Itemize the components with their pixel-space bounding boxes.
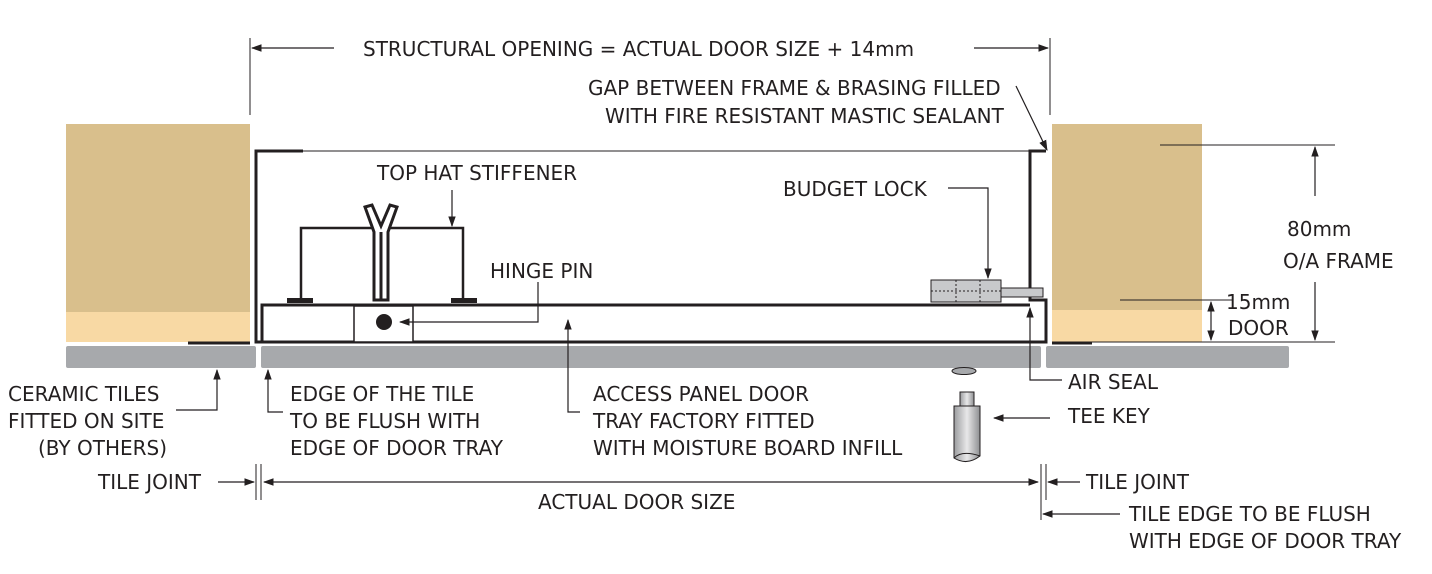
label-edge-tile-line2: TO BE FLUSH WITH [289,409,480,433]
label-tile-edge-line2: WITH EDGE OF DOOR TRAY [1129,529,1402,553]
label-hinge-pin: HINGE PIN [490,259,593,283]
label-gap-line2: WITH FIRE RESISTANT MASTIC SEALANT [605,104,1005,128]
dimension-structural-opening [249,38,1051,115]
label-top-hat-stiffener: TOP HAT STIFFENER [376,161,577,185]
left-wall [66,124,250,342]
label-door: DOOR [1228,316,1289,340]
right-wall [1052,124,1202,342]
hinge-bracket [363,203,399,302]
leader-lines [176,85,1062,422]
hinge-pin-dot [376,314,392,330]
labels: STRUCTURAL OPENING = ACTUAL DOOR SIZE + … [8,37,1402,553]
tile-centre [261,346,1041,368]
right-wall-frame-block [1052,124,1202,310]
label-structural-opening: STRUCTURAL OPENING = ACTUAL DOOR SIZE + … [363,37,914,61]
label-edge-tile-line3: EDGE OF DOOR TRAY [290,436,504,460]
tee-key [951,367,981,462]
label-oa-frame: O/A FRAME [1283,249,1394,273]
label-ceramic-line2: FITTED ON SITE [8,409,164,433]
label-tile-edge-line1: TILE EDGE TO BE FLUSH [1128,502,1371,526]
label-80mm: 80mm [1287,217,1351,241]
frame-outline [254,149,1048,344]
dimension-frame-height [1090,144,1335,343]
left-wall-door-block [66,312,250,342]
tile-right [1046,346,1289,368]
dimension-bottom [218,464,1120,520]
label-tile-joint-right: TILE JOINT [1085,470,1190,494]
tile-left [66,346,256,368]
label-access-panel-line3: WITH MOISTURE BOARD INFILL [593,436,903,460]
left-wall-frame-block [66,124,250,312]
right-wall-door-block [1052,310,1202,342]
label-budget-lock: BUDGET LOCK [783,177,928,201]
label-air-seal: AIR SEAL [1068,370,1159,394]
label-actual-door-size: ACTUAL DOOR SIZE [538,490,735,514]
door-tray [260,203,1030,343]
label-ceramic-line3: (BY OTHERS) [38,436,167,460]
label-gap-line1: GAP BETWEEN FRAME & BRASING FILLED [588,76,1001,100]
label-ceramic-line1: CERAMIC TILES [8,382,159,406]
tray-outline [260,303,1030,342]
label-edge-tile-line1: EDGE OF THE TILE [290,382,474,406]
label-15mm: 15mm [1226,290,1290,314]
label-access-panel-line2: TRAY FACTORY FITTED [592,409,815,433]
label-tee-key: TEE KEY [1067,404,1151,428]
label-access-panel-line1: ACCESS PANEL DOOR [593,382,809,406]
door-frame [254,149,1048,344]
label-tile-joint-left: TILE JOINT [97,470,202,494]
budget-lock [930,279,1044,303]
ceramic-tiles [66,341,1289,368]
